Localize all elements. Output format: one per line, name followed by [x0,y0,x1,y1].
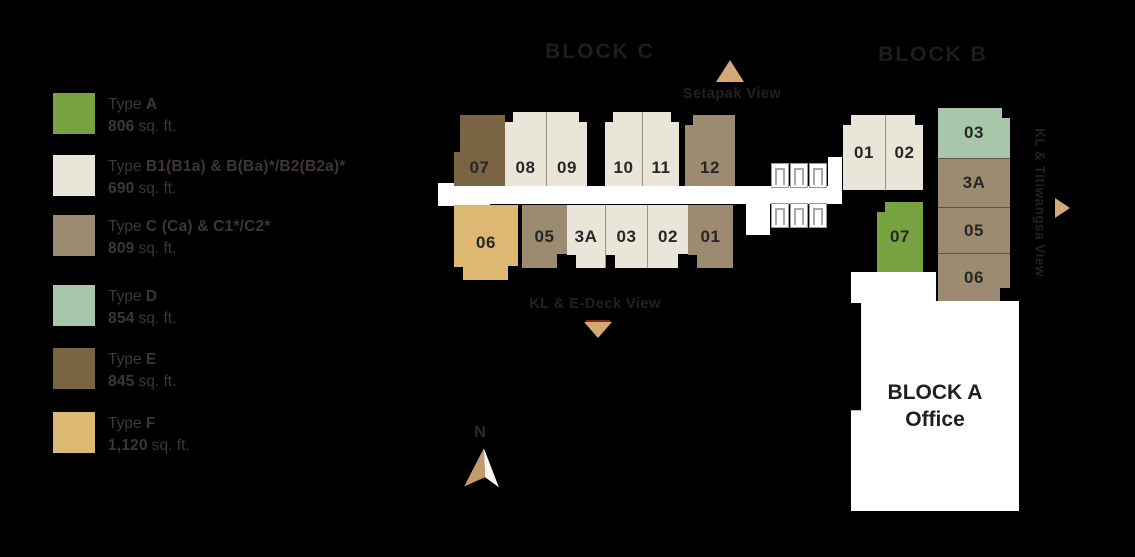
legend-type-name: D [145,288,158,305]
unit-c01[interactable]: 01 [688,205,733,268]
north-label: N [474,424,486,441]
corridor-link [828,157,842,204]
unit-b3a[interactable]: 3A [938,158,1010,207]
elevator-icon [790,203,808,228]
legend-prefix: Type [108,351,142,368]
elevator-icon [790,163,808,188]
legend-type-name: E [145,351,157,368]
unit-label: 06 [964,268,984,287]
stair-core-2 [746,201,770,235]
unit-c05[interactable]: 05 [522,205,567,268]
unit-c10[interactable]: 10 [605,112,642,186]
unit-label: 10 [613,158,634,177]
legend-area-suffix: sq. ft. [138,240,177,257]
unit-b03[interactable]: 03 [938,108,1010,158]
legend-area: 1,120 [108,437,148,454]
kl-edeck-view-label: KL & E-Deck View [529,296,661,312]
legend-type-name: B1(B1a) & B(Ba)*/B2(B2a)* [145,158,346,175]
unit-label: 12 [700,158,720,177]
unit-c03[interactable]: 03 [605,205,647,268]
elevator-icon [809,163,827,188]
unit-label: 08 [515,158,536,177]
block-c-title: BLOCK C [545,40,655,63]
type-a-swatch [53,93,95,134]
unit-b07[interactable]: 07 [877,202,923,272]
unit-c02[interactable]: 02 [647,205,688,268]
type-e-swatch [53,348,95,389]
unit-label: 07 [890,227,910,246]
kl-titiwangsa-view-arrow-icon [1055,198,1070,218]
edeck-arrow-bar [586,320,610,322]
legend-prefix: Type [108,96,142,113]
legend-type-name: F [145,415,156,432]
unit-label: 3A [962,173,986,192]
unit-c09[interactable]: 09 [546,112,587,186]
unit-c06[interactable]: 06 [454,205,518,280]
corridor-block-b [851,272,936,303]
legend-area-suffix: sq. ft. [151,437,190,454]
legend-area-suffix: sq. ft. [138,373,177,390]
unit-label: 02 [894,142,915,162]
kl-titiwangsa-view-label: KL & Titiwangsa View [1032,128,1048,277]
legend-area-suffix: sq. ft. [138,118,177,135]
unit-c07[interactable]: 07 [454,115,505,186]
setapak-view-label: Setapak View [682,86,782,102]
stair-core [438,183,490,206]
corridor [438,186,842,204]
unit-c3a[interactable]: 3A [567,205,605,268]
legend-area-suffix: sq. ft. [138,310,177,327]
setapak-view-arrow-icon [716,60,744,82]
unit-label: 01 [854,142,874,162]
legend-area: 845 [108,373,135,390]
unit-label: 03 [616,226,637,246]
block-b-title: BLOCK B [878,43,988,66]
legend-area: 854 [108,310,135,327]
unit-label: 03 [964,123,984,142]
legend-type-name: C (Ca) & C1*/C2* [145,218,271,235]
legend-prefix: Type [108,415,142,432]
legend-area-suffix: sq. ft. [138,180,177,197]
block-a-office: BLOCK A Office [851,301,1019,511]
type-f-swatch [53,412,95,453]
unit-label: 05 [534,226,555,246]
unit-c11[interactable]: 11 [642,112,679,186]
legend-area: 809 [108,240,135,257]
unit-b06[interactable]: 06 [938,253,1010,302]
elevator-icon [771,203,789,228]
unit-c08[interactable]: 08 [505,112,546,186]
unit-label: 05 [964,220,984,240]
type-c-swatch [53,215,95,256]
legend-prefix: Type [108,158,142,175]
block-a-subtitle: Office [905,408,965,431]
type-b-swatch [53,155,95,196]
unit-label: 01 [700,226,721,246]
legend-prefix: Type [108,218,142,235]
unit-b02[interactable]: 02 [885,115,923,190]
elevator-icon [771,163,789,188]
legend-prefix: Type [108,288,142,305]
block-a-title: BLOCK A [887,381,983,404]
unit-label: 02 [658,226,678,246]
unit-label: 11 [651,158,671,177]
legend-area: 690 [108,180,135,197]
unit-label: 3A [574,226,598,246]
elevator-icon [809,203,827,228]
north-compass-icon [462,446,504,492]
unit-label: 09 [557,158,577,177]
legend-type-name: A [145,96,158,113]
unit-c12[interactable]: 12 [685,115,735,186]
unit-label: 06 [476,232,496,252]
unit-b01[interactable]: 01 [843,115,885,190]
type-d-swatch [53,285,95,326]
kl-edeck-view-arrow-icon [584,322,612,338]
unit-label: 07 [469,158,490,177]
legend-area: 806 [108,118,135,135]
unit-b05[interactable]: 05 [938,207,1010,253]
